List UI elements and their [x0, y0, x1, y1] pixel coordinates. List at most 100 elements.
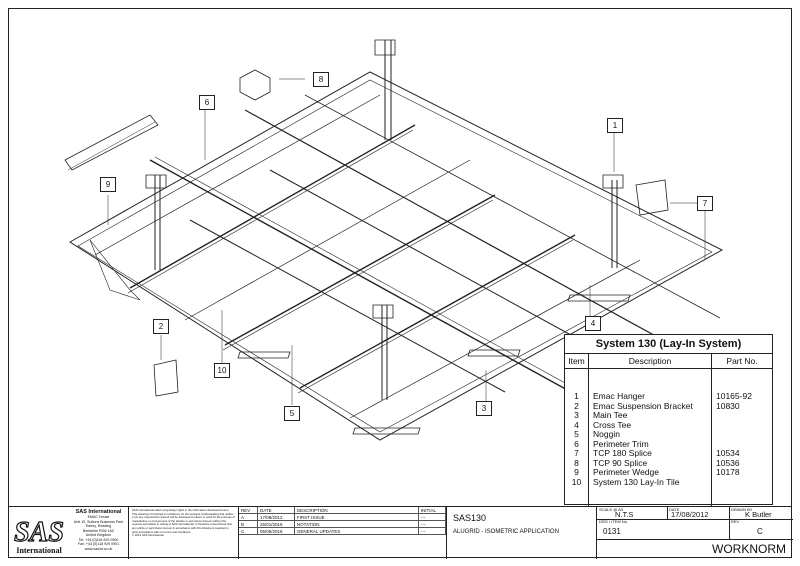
table-row-description: Perimeter Wedge	[593, 467, 659, 477]
date-header: DATE	[257, 507, 295, 514]
callout-3: 3	[476, 401, 492, 416]
rev-header: REV	[239, 507, 258, 514]
company-info: SAS International EMAC House Unit 15, Su…	[70, 507, 127, 559]
table-row-item: 7	[574, 448, 579, 458]
header-item: Item	[565, 354, 589, 368]
address-line: www.sasint.co.uk	[84, 546, 113, 551]
revision-row: A 17/08/2012 FIRST ISSUE ---	[239, 513, 447, 521]
table-row-part-no: 10178	[716, 467, 740, 477]
callout-1: 1	[607, 118, 623, 133]
table-row-part-no	[716, 430, 772, 440]
table-row-part-no: 10830	[716, 400, 740, 411]
rev-label: REV	[731, 519, 740, 524]
worknorm-label: WORKNORM	[712, 542, 786, 556]
description-cell: FIRST ISSUE	[294, 513, 419, 521]
table-row-description: Noggin	[593, 429, 620, 439]
sas-logo-icon: SAS International	[13, 516, 64, 555]
scale-label: SCALE @ A3	[599, 507, 624, 512]
address-line: Berkshire RG6 1AZ	[82, 528, 115, 533]
callout-2: 2	[153, 319, 169, 334]
svg-text:SAS: SAS	[14, 517, 64, 548]
table-row-part-no: 10536	[716, 457, 740, 468]
drg-label: DRG / ITEM No.	[599, 519, 629, 524]
table-row-description: System 130 Lay-In Tile	[593, 476, 680, 487]
revision-row: B 25/01/2016 NOTATION ---	[239, 520, 447, 528]
rev-cell: REV C	[729, 519, 793, 540]
table-row-item: 8	[574, 457, 579, 468]
date-cell: 25/01/2016	[257, 520, 295, 528]
callout-6: 6	[199, 95, 215, 110]
table-row-item: 9	[574, 467, 579, 477]
perimeter-trim-outline	[69, 71, 724, 441]
table-row-item: 5	[574, 429, 579, 439]
rev-cell: C	[239, 527, 258, 535]
address-line: Fax: +44 (0)118 929 0901	[77, 542, 120, 546]
title-block: SAS International SAS International EMAC…	[8, 506, 793, 559]
scale-value: N.T.S	[615, 510, 634, 519]
rev-cell: A	[239, 513, 258, 521]
table-row-part-no	[716, 411, 772, 421]
scale-cell: SCALE @ A3 N.T.S	[597, 507, 668, 520]
table-row-item: 1	[574, 391, 579, 401]
system-table-header: Item Description Part No.	[565, 354, 772, 369]
drawing-subtitle: ALUGRID - ISOMETRIC APPLICATION	[453, 529, 559, 535]
table-row-item: 6	[574, 438, 579, 449]
date-cell: DATE 17/08/2012	[667, 507, 730, 520]
address-line: Unit 15, Suttons Business Park	[73, 519, 124, 524]
part-no-column: 10165-92 10830 10534 10536 10178	[712, 369, 772, 506]
date-cell: 05/05/2016	[257, 527, 295, 535]
header-description: Description	[589, 354, 712, 368]
cross-tee	[189, 219, 506, 393]
table-row-description: Perimeter Trim	[593, 438, 649, 449]
description-cell: NOTATION	[294, 520, 419, 528]
description-column: Emac Hanger Emac Suspension Bracket Main…	[589, 369, 712, 506]
initial-cell: ---	[418, 520, 447, 528]
callout-10: 10	[214, 363, 230, 378]
date-label: DATE	[669, 507, 680, 512]
callout-8: 8	[313, 72, 329, 87]
drawn-by-value: K Butler	[745, 510, 772, 519]
rev-value: C	[757, 527, 763, 536]
sas-logo: SAS International	[8, 507, 70, 559]
table-row-description: Emac Hanger	[593, 391, 645, 401]
table-row-part-no	[716, 478, 772, 488]
item-column: 1 2 3 4 5 6 7 8 9 10	[565, 369, 589, 506]
callout-7: 7	[697, 196, 713, 211]
drawing-title-block: SAS130 ALUGRID - ISOMETRIC APPLICATION	[446, 507, 596, 559]
table-row-item: 2	[574, 400, 579, 411]
system-table-body: 1 2 3 4 5 6 7 8 9 10 Emac Hanger Emac Su…	[565, 369, 772, 506]
table-row-description: Main Tee	[593, 410, 628, 420]
table-row-item: 4	[574, 419, 579, 430]
rev-cell: B	[239, 520, 258, 528]
table-row-item: 10	[571, 476, 582, 487]
drg-value: 0131	[603, 527, 621, 536]
table-row-description: Emac Suspension Bracket	[593, 400, 693, 411]
drawing-sheet	[8, 8, 792, 558]
main-tee	[299, 234, 576, 389]
table-row-description: TCP 180 Splice	[593, 448, 652, 458]
noggin	[304, 94, 721, 319]
address-line: Earley, Reading	[85, 524, 112, 528]
drawn-by-label: DRAWN BY	[731, 507, 753, 512]
date-value: 17/08/2012	[671, 510, 709, 519]
table-row-item: 3	[574, 410, 579, 420]
disclaimer-text: SAS International claims proprietary rig…	[132, 508, 235, 534]
callout-9: 9	[100, 177, 116, 192]
address-line: Tel: +44 (0)118 929 0900	[78, 537, 119, 542]
table-row-part-no: 10534	[716, 448, 740, 458]
address-line: EMAC House	[87, 515, 110, 519]
main-tee	[129, 124, 416, 289]
cross-tee	[244, 109, 691, 356]
table-row-part-no: 10165-92	[716, 391, 752, 401]
cross-tee	[149, 159, 601, 409]
table-row-part-no	[716, 421, 772, 431]
cross-tee	[269, 169, 581, 341]
initial-cell: ---	[418, 527, 447, 535]
address-line: United Kingdom	[85, 533, 112, 537]
drawing-info: SCALE @ A3 N.T.S DATE 17/08/2012 DRAWN B…	[596, 507, 793, 559]
initial-header: INITIAL	[418, 507, 447, 514]
revision-row: C 05/05/2016 GENERAL UPDATES ---	[239, 527, 447, 535]
drg-cell: DRG / ITEM No. 0131	[597, 519, 730, 540]
table-row-description: Cross Tee	[593, 419, 632, 430]
table-row-description: TCP 90 Splice	[593, 457, 648, 468]
